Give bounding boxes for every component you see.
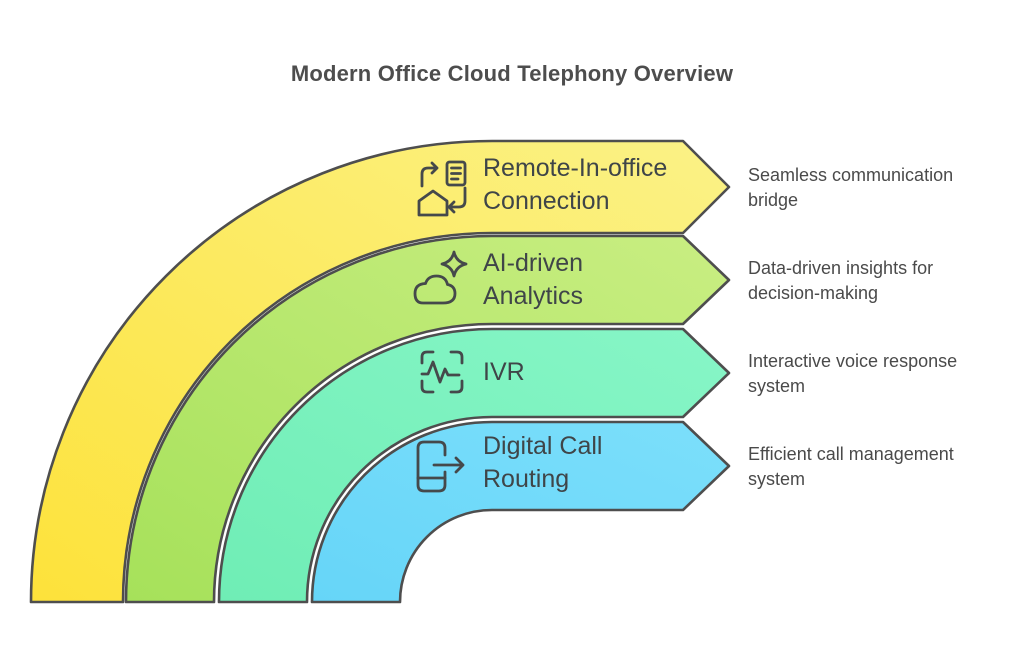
call-routing-icon [416,440,465,493]
band-label-line: Routing [483,465,570,493]
band-description-line: decision-making [748,283,879,303]
ai-cloud-icon [413,250,468,305]
band-shape-remote-office [29,139,731,604]
band-description-line: bridge [748,190,799,210]
ivr-waveform-icon [420,350,464,394]
remote-office-sync-icon [417,160,467,217]
page-title: Modern Office Cloud Telephony Overview [290,61,734,86]
band-label-line: Digital Call [483,432,603,460]
band-label-line: Analytics [483,282,584,310]
band-description-call-routing: Efficient call management system [748,442,954,492]
band-label-line: Remote-In-office [483,154,668,182]
band-description-line: system [748,469,806,489]
band-label-ivr: IVR [483,356,525,389]
band-description-line: Seamless communication [748,165,954,185]
band-shape-ivr [217,327,731,604]
band-description-line: Efficient call management [748,444,954,464]
band-label-line: IVR [483,358,525,386]
band-label-call-routing: Digital Call Routing [483,430,602,496]
band-label-line: AI-driven [483,249,584,277]
band-description-ivr: Interactive voice response system [748,349,957,399]
band-description-ai-analytics: Data-driven insights for decision-making [748,256,933,306]
band-description-remote-office: Seamless communication bridge [748,163,953,213]
band-description-line: Data-driven insights for [748,258,934,278]
band-shape-ai-analytics [124,234,731,604]
band-description-line: Interactive voice response [748,351,958,371]
band-shape-call-routing [310,420,731,604]
band-description-line: system [748,376,806,396]
band-label-line: Connection [483,187,610,215]
band-label-remote-office: Remote-In-office Connection [483,152,667,218]
band-label-ai-analytics: AI-driven Analytics [483,247,583,313]
